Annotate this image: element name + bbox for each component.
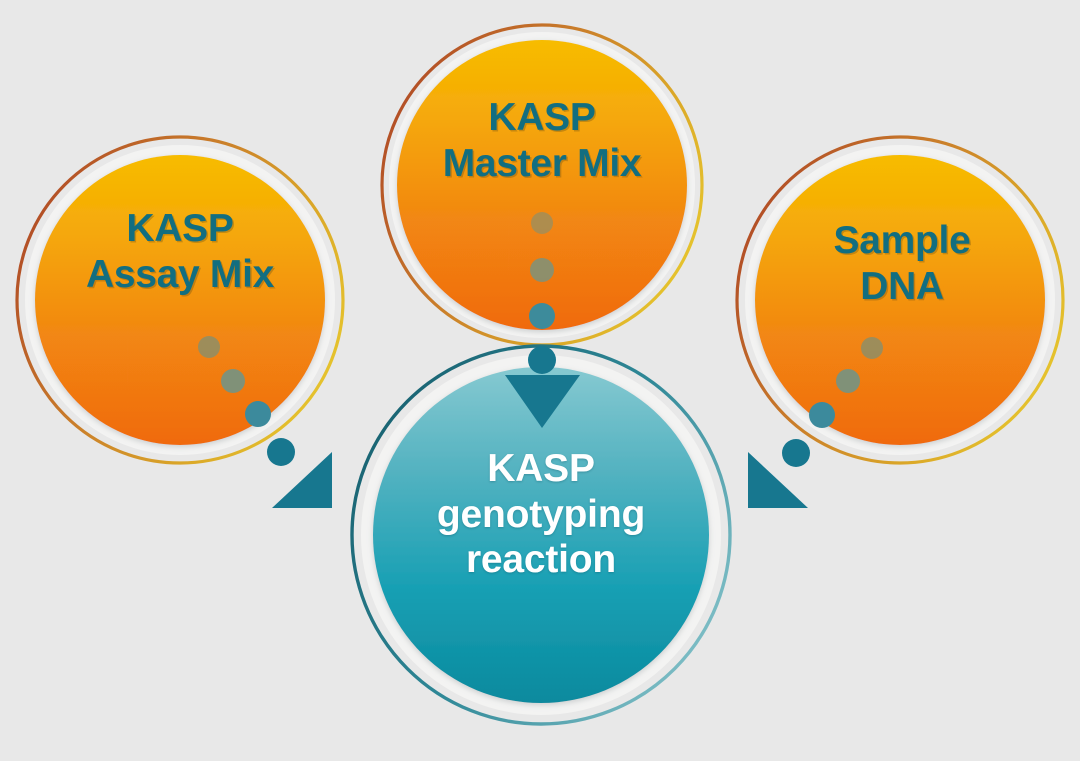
connector-master-mix-to-reaction [529,212,555,329]
trail-dot [531,212,553,234]
reaction-disc [373,367,709,703]
trail-dot [530,258,554,282]
trail-dot [529,303,555,329]
node-assay-mix[interactable] [15,135,345,465]
trail-dot [528,346,556,374]
assay-mix-outer-ring [15,135,345,465]
trail-dot [245,401,271,427]
sample-dna-outer-ring [735,135,1065,465]
connector-sample-dna-to-reaction [748,337,883,508]
trail-dot [267,438,295,466]
trail-dot [782,439,810,467]
reaction-outer-ring [350,344,732,726]
arrowhead-left-icon [748,452,808,508]
trail-dot [836,369,860,393]
node-genotyping-reaction[interactable] [350,344,732,726]
assay-mix-disc [35,155,325,445]
master-mix-disc [397,40,687,330]
connector-master-mix-arrowhead [505,346,580,428]
node-sample-dna[interactable] [735,135,1065,465]
trail-dot [198,336,220,358]
arrowhead-down-icon [505,375,580,428]
arrowhead-right-icon [272,452,332,508]
trail-dot [809,402,835,428]
trail-dot [861,337,883,359]
node-master-mix[interactable] [380,23,704,347]
sample-dna-disc [755,155,1045,445]
connector-assay-mix-to-reaction [198,336,332,508]
trail-dot [221,369,245,393]
